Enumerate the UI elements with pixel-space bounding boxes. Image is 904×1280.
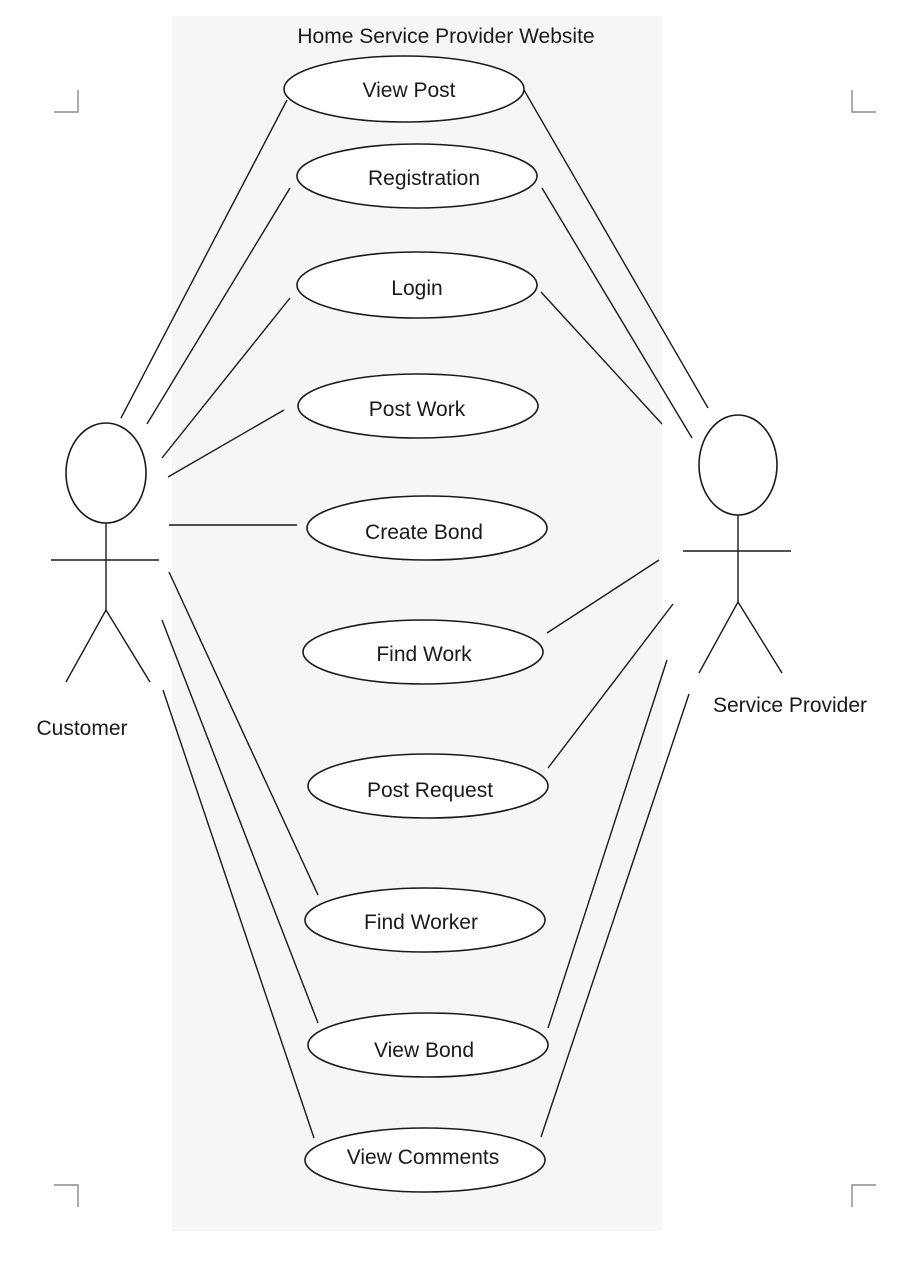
customer-label: Customer (36, 717, 127, 740)
use-case-view-bond-label: View Bond (374, 1039, 474, 1062)
use-case-create-bond[interactable]: Create Bond (306, 495, 548, 561)
use-case-view-comments-ellipse (304, 1127, 546, 1193)
use-case-post-request-label: Post Request (367, 779, 493, 802)
use-case-login-label: Login (391, 277, 442, 300)
use-case-registration-ellipse (296, 143, 538, 209)
use-case-find-worker[interactable]: Find Worker (304, 887, 546, 953)
use-case-view-post-ellipse (283, 55, 525, 123)
provider-right-leg (737, 601, 783, 674)
use-case-login-ellipse (296, 251, 538, 319)
crop-mark-bottom-left (54, 1184, 79, 1207)
actor-service-provider[interactable]: Service Provider (683, 414, 867, 717)
use-case-post-request[interactable]: Post Request (307, 753, 549, 819)
assoc-provider-view-post (523, 89, 709, 409)
use-cases: View Post Registration Login Post Work C… (283, 55, 549, 1193)
customer-right-leg (105, 609, 151, 683)
assoc-customer-view-post (120, 99, 288, 419)
use-case-find-work[interactable]: Find Work (302, 619, 544, 685)
use-case-find-work-ellipse (302, 619, 544, 685)
provider-left-leg (698, 601, 739, 674)
crop-mark-top-right (851, 90, 876, 113)
use-case-find-worker-label: Find Worker (364, 911, 478, 934)
assoc-provider-registration (541, 187, 693, 439)
assoc-customer-login (161, 297, 291, 459)
provider-head-icon (698, 414, 778, 516)
use-case-view-post[interactable]: View Post (283, 55, 525, 123)
use-case-create-bond-label: Create Bond (365, 521, 483, 544)
use-case-view-comments-label: View Comments (347, 1146, 500, 1169)
use-case-find-worker-ellipse (304, 887, 546, 953)
use-case-post-work-ellipse (297, 373, 539, 439)
system-title: Home Service Provider Website (297, 25, 594, 48)
provider-label: Service Provider (713, 694, 867, 717)
use-case-find-work-label: Find Work (376, 643, 472, 666)
use-case-post-work[interactable]: Post Work (297, 373, 539, 439)
use-case-create-bond-ellipse (306, 495, 548, 561)
actor-customer[interactable]: Customer (36, 422, 159, 740)
use-case-view-post-label: View Post (363, 79, 456, 102)
assoc-provider-post-request (547, 603, 674, 769)
association-lines (120, 89, 709, 1139)
customer-head-icon (65, 422, 147, 524)
use-case-registration[interactable]: Registration (296, 143, 538, 209)
customer-left-leg (65, 609, 107, 683)
assoc-provider-view-bond (547, 659, 668, 1029)
assoc-provider-login (540, 291, 663, 425)
assoc-provider-find-work (546, 559, 660, 634)
use-case-login[interactable]: Login (296, 251, 538, 319)
assoc-customer-post-work (167, 409, 285, 478)
assoc-customer-view-comments (162, 689, 315, 1139)
assoc-customer-view-bond (161, 619, 319, 1024)
use-case-registration-label: Registration (368, 167, 480, 190)
assoc-customer-find-worker (168, 571, 319, 896)
assoc-provider-view-comments (540, 693, 690, 1138)
use-case-post-request-ellipse (307, 753, 549, 819)
use-case-view-bond-ellipse (307, 1012, 549, 1078)
use-case-view-comments[interactable]: View Comments (304, 1127, 546, 1193)
use-case-post-work-label: Post Work (369, 398, 466, 421)
use-case-view-bond[interactable]: View Bond (307, 1012, 549, 1078)
crop-mark-bottom-right (851, 1184, 876, 1207)
assoc-customer-registration (146, 187, 291, 425)
crop-mark-top-left (54, 90, 79, 113)
crop-marks (54, 90, 876, 1207)
